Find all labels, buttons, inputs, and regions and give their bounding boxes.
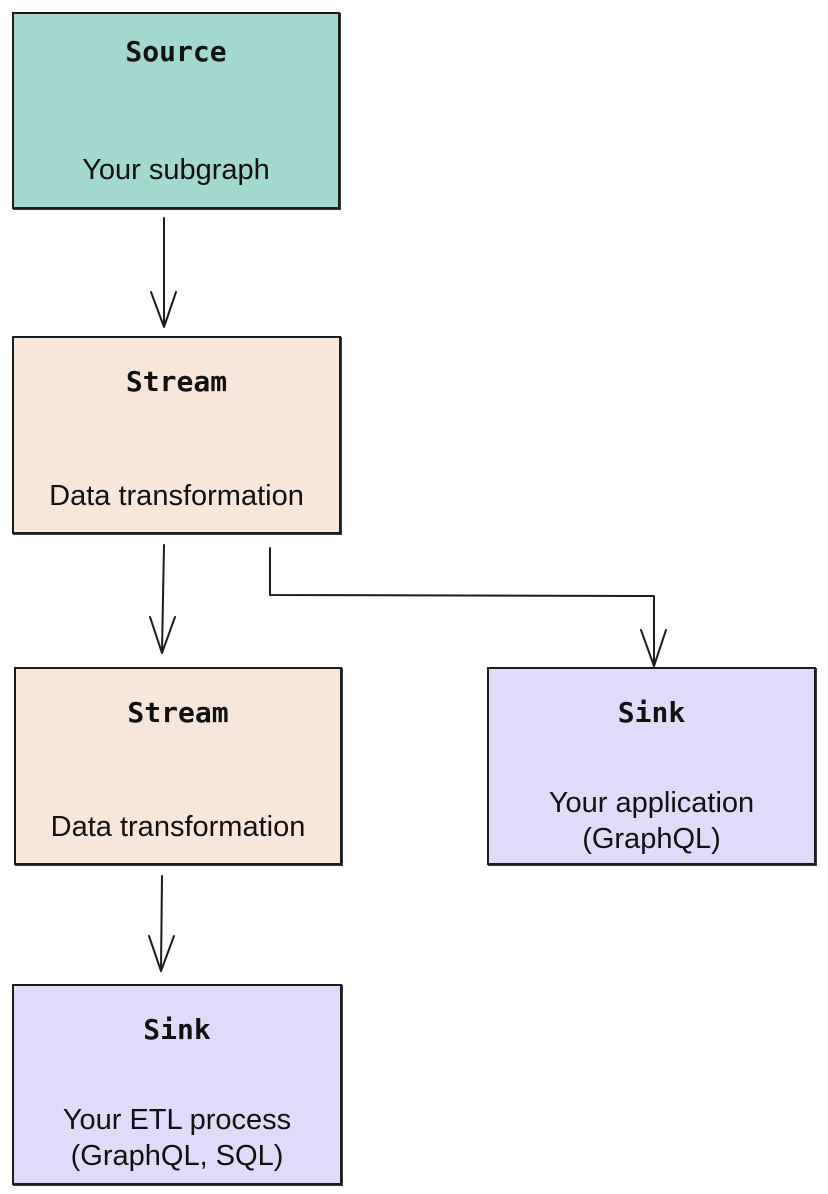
stream-2-description-line: Data transformation: [50, 811, 306, 843]
stream-2-description: Data transformation: [16, 809, 340, 845]
source-node: Source Your subgraph: [12, 12, 340, 209]
sink-application-description: Your application (GraphQL): [489, 785, 814, 857]
sink-etl-description: Your ETL process (GraphQL, SQL): [14, 1102, 340, 1174]
source-title: Source: [125, 35, 227, 68]
edge-stream1-to-sink-app: [269, 547, 667, 667]
stream-1-description-line: Data transformation: [49, 480, 304, 512]
stream-node-1: Stream Data transformation: [12, 336, 341, 534]
sink-etl-description-line-1: Your ETL process: [62, 1104, 292, 1136]
edge-stream2-to-sink-etl: [148, 875, 175, 972]
sink-etl-title: Sink: [143, 1013, 211, 1046]
edge-source-to-stream1: [150, 217, 177, 328]
stream-1-description: Data transformation: [14, 478, 339, 514]
sink-application-title: Sink: [617, 696, 686, 729]
sink-node-application: Sink Your application (GraphQL): [487, 667, 816, 865]
source-description: Your subgraph: [14, 152, 338, 188]
stream-2-title: Stream: [127, 696, 229, 729]
sink-node-etl: Sink Your ETL process (GraphQL, SQL): [12, 984, 342, 1185]
sink-etl-description-line-2: (GraphQL, SQL): [70, 1140, 284, 1172]
sink-application-description-line-2: (GraphQL): [582, 823, 721, 855]
edge-stream1-to-stream2: [149, 544, 176, 654]
stream-1-title: Stream: [125, 365, 228, 398]
sink-application-description-line-1: Your application: [548, 787, 755, 819]
stream-node-2: Stream Data transformation: [14, 667, 342, 865]
source-description-line: Your subgraph: [82, 154, 270, 186]
